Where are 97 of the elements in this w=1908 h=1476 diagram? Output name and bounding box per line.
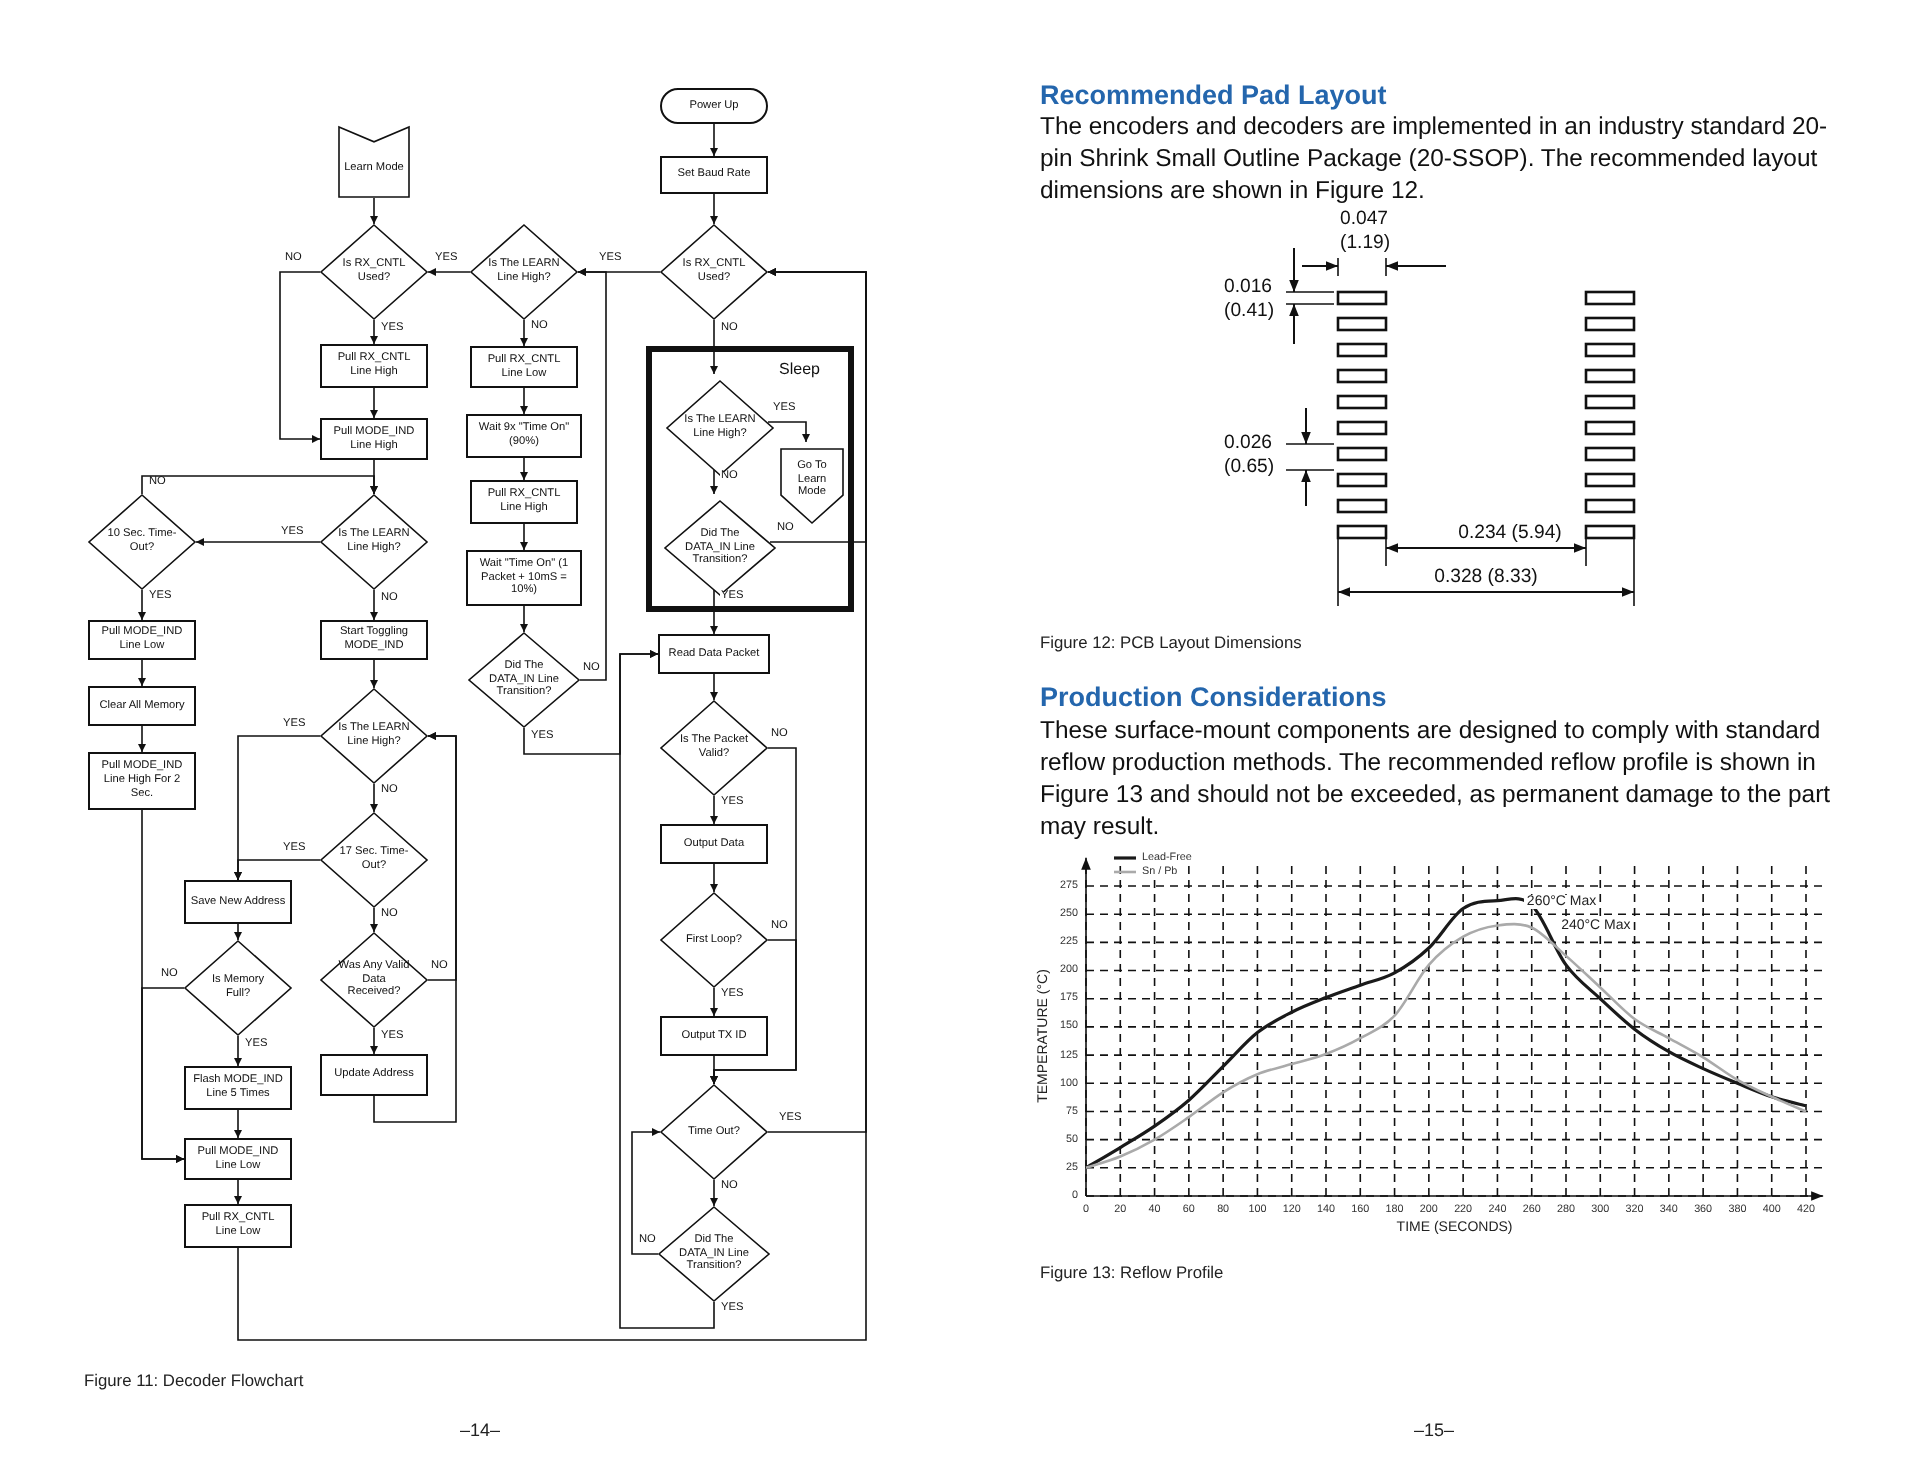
connector-arrow (370, 907, 378, 933)
page-number: –14– (457, 1420, 503, 1440)
figure-caption: Figure 13: Reflow Profile (1040, 1262, 1224, 1282)
connector-arrow (370, 1027, 378, 1055)
connector-arrow (710, 193, 718, 225)
connector-arrow (710, 1055, 718, 1085)
connector-arrow (141, 475, 378, 495)
decision-diamond (658, 1206, 770, 1302)
process-box (466, 550, 582, 606)
connector-arrow (710, 863, 718, 893)
connector-arrow (373, 732, 457, 1123)
connector-arrow (370, 387, 378, 419)
connector-arrow (138, 589, 146, 621)
connector-arrow (520, 523, 528, 551)
process-box (320, 1054, 428, 1096)
group-title: Sleep (779, 360, 820, 378)
decision-diamond (660, 224, 768, 320)
connector-arrow (237, 268, 867, 1341)
process-box (660, 824, 768, 864)
decision-diamond (468, 632, 580, 728)
connector-arrow (427, 268, 471, 276)
dimension-text: 0.234 (5.94) (1456, 522, 1564, 546)
connector-arrow (710, 123, 718, 157)
process-box (470, 480, 578, 524)
connector-arrow (370, 659, 378, 689)
decision-diamond (660, 892, 768, 988)
decision-diamond (660, 700, 768, 796)
connector-arrow (710, 795, 718, 825)
connector-arrow (370, 319, 378, 345)
dimension-text: 0.047 (1.19) (1340, 208, 1393, 255)
page-number: –15– (1411, 1420, 1457, 1440)
process-box (320, 620, 428, 660)
body-paragraph: The encoders and decoders are implemented in an industry standard 20-pin Shrink Small Outline Package (20-SSOP). The recommended layout dimensions are shown in Figure 12. (1040, 112, 1830, 208)
decision-diamond (660, 1084, 768, 1180)
decision-diamond (88, 494, 196, 590)
figure-caption: Figure 12: PCB Layout Dimensions (1040, 632, 1302, 652)
connector-arrow (195, 538, 321, 546)
section-heading: Recommended Pad Layout (1040, 80, 1387, 110)
connector-arrow (710, 673, 718, 701)
connector-arrow (520, 387, 528, 415)
process-box (660, 156, 768, 194)
process-box (88, 620, 196, 660)
connector-arrow (710, 589, 718, 635)
connector-arrow (138, 659, 146, 687)
start-terminator (660, 88, 768, 124)
connector-arrow (520, 457, 528, 481)
sleep-group-frame (646, 346, 854, 612)
dimension-text: 0.026 (0.65) (1224, 432, 1277, 479)
connector-arrow (234, 859, 321, 881)
process-box (88, 752, 196, 810)
process-box (466, 414, 582, 458)
process-box (320, 344, 428, 388)
dimension-text: 0.328 (8.33) (1432, 566, 1540, 590)
offpage-connector (780, 448, 844, 524)
connector-arrow (370, 589, 378, 621)
connector-arrow (138, 725, 146, 753)
process-box (660, 1016, 768, 1056)
process-box (658, 634, 770, 674)
decision-diamond (470, 224, 578, 320)
connector-arrow (279, 271, 321, 443)
process-box (184, 1138, 292, 1180)
process-box (184, 880, 292, 924)
offpage-connector (338, 126, 410, 198)
body-paragraph: These surface-mount components are designed to comply with standard reflow production methods. The recommended reflow profile is shown in Figure 13 and should not be exceeded, as permanent damage to the part may result. (1040, 716, 1833, 843)
connector-arrow (141, 987, 185, 1163)
connector-arrow (234, 1109, 242, 1139)
decision-diamond (320, 932, 428, 1028)
connector-arrow (520, 319, 528, 347)
connector-arrow (710, 319, 718, 375)
process-box (320, 418, 428, 460)
connector-arrow (710, 987, 718, 1017)
connector-arrow (234, 1179, 242, 1205)
connector-arrow (710, 1179, 718, 1207)
connector-arrow (577, 268, 607, 681)
process-box (470, 346, 578, 388)
decision-diamond (320, 224, 428, 320)
decision-diamond (320, 494, 428, 590)
connector-arrow (370, 783, 378, 813)
connector-arrow (710, 469, 718, 495)
process-box (184, 1204, 292, 1248)
decision-diamond (666, 380, 774, 476)
dimension-text: 0.016 (0.41) (1224, 276, 1277, 323)
connector-arrow (234, 923, 242, 941)
connector-arrow (523, 650, 659, 755)
connector-arrow (767, 421, 810, 443)
connector-arrow (370, 197, 378, 225)
process-box (88, 686, 196, 726)
section-heading: Production Considerations (1040, 682, 1387, 712)
decision-diamond (184, 940, 292, 1036)
decision-diamond (320, 688, 428, 784)
decision-diamond (664, 500, 776, 596)
connector-arrow (520, 605, 528, 633)
figure-caption: Figure 11: Decoder Flowchart (84, 1370, 304, 1390)
connector-arrow (234, 1035, 242, 1067)
connector-arrow (631, 1128, 661, 1255)
decision-diamond (320, 812, 428, 908)
process-box (184, 1066, 292, 1110)
